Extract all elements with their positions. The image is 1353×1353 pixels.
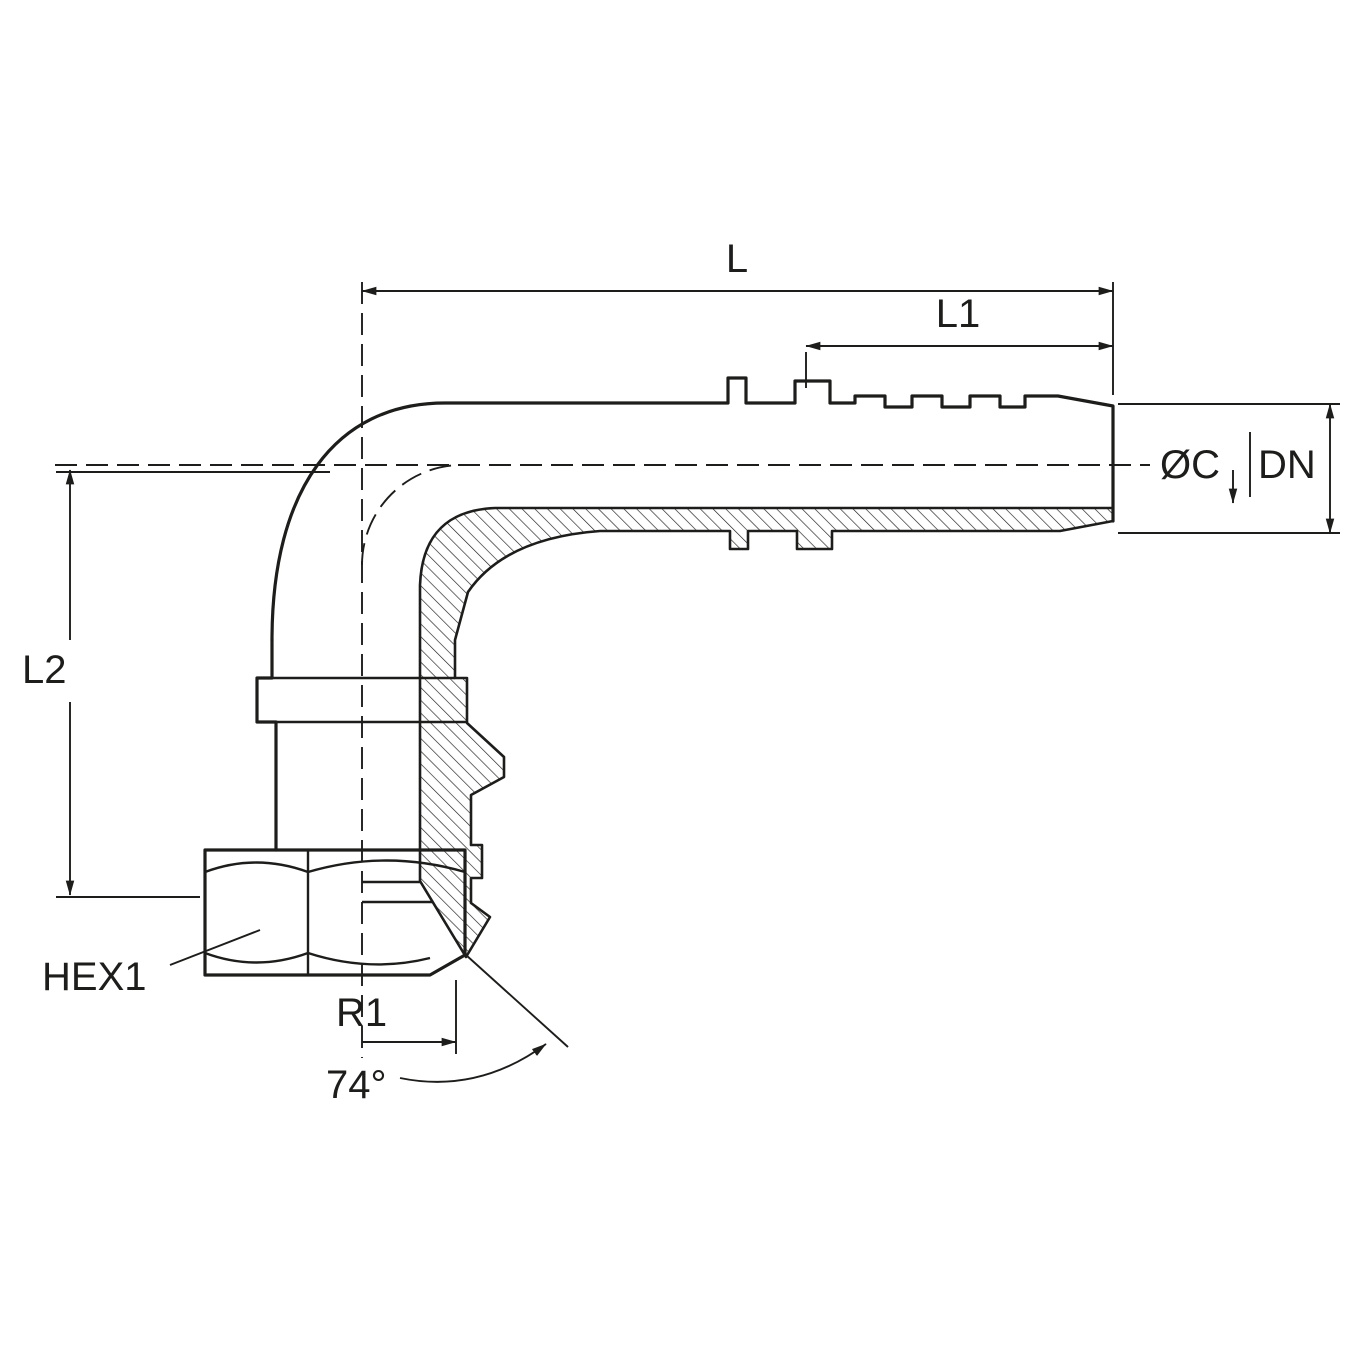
leader-line-hex1 [169, 929, 261, 966]
hex-chamfer-arc-top-left [204, 861, 309, 874]
label-nominal-diameter: DN [1258, 443, 1316, 487]
label-bore-diameter: ØC [1160, 443, 1220, 487]
section-hatch [418, 506, 1115, 959]
hex-chamfer-arc-bottom-right [307, 951, 431, 966]
label-seat-angle: 74° [326, 1063, 387, 1107]
bend-centerline [361, 464, 463, 566]
fitting-left-profile [255, 638, 278, 852]
label-drop-height: L2 [22, 648, 67, 692]
hex-chamfer-arc-top-right [307, 859, 466, 874]
label-insert-length: L1 [936, 292, 981, 336]
fitting-outer-profile [270, 376, 1115, 642]
hex-chamfer-arc-bottom-left [204, 951, 309, 964]
angle-arc-74 [399, 1043, 547, 1083]
label-bend-radius: R1 [336, 991, 387, 1035]
label-overall-length: L [726, 237, 748, 281]
label-hex-size: HEX1 [42, 955, 147, 999]
cone-extension-line [465, 954, 569, 1048]
